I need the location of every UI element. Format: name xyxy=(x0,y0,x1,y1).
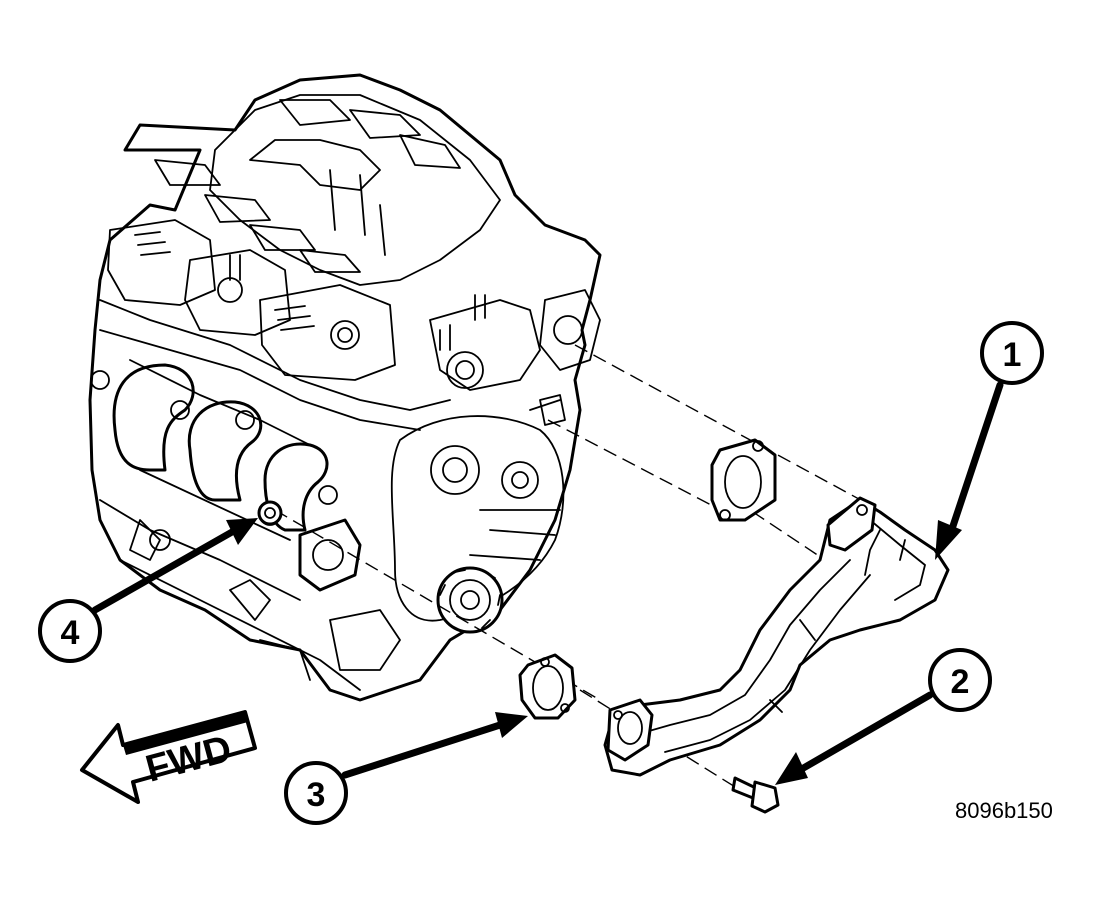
callout-1-label: 1 xyxy=(1003,336,1022,374)
bolt xyxy=(731,776,780,814)
exhaust-crossover-pipe xyxy=(603,496,950,777)
callout-2-label: 2 xyxy=(951,663,970,701)
callout-4-label: 4 xyxy=(61,614,80,652)
callout-1: 1 xyxy=(935,321,1044,560)
callout-3: 3 xyxy=(284,712,528,825)
callout-3-label: 3 xyxy=(307,776,326,814)
engine-illustration xyxy=(88,73,602,702)
manifold-stud xyxy=(257,500,283,526)
callout-2: 2 xyxy=(775,648,992,785)
forward-direction-arrow: FWD xyxy=(80,710,257,804)
upper-gasket xyxy=(710,438,777,522)
figure-id: 8096b150 xyxy=(955,798,1053,823)
lower-gasket xyxy=(518,653,577,720)
callout-4: 4 xyxy=(38,518,258,663)
